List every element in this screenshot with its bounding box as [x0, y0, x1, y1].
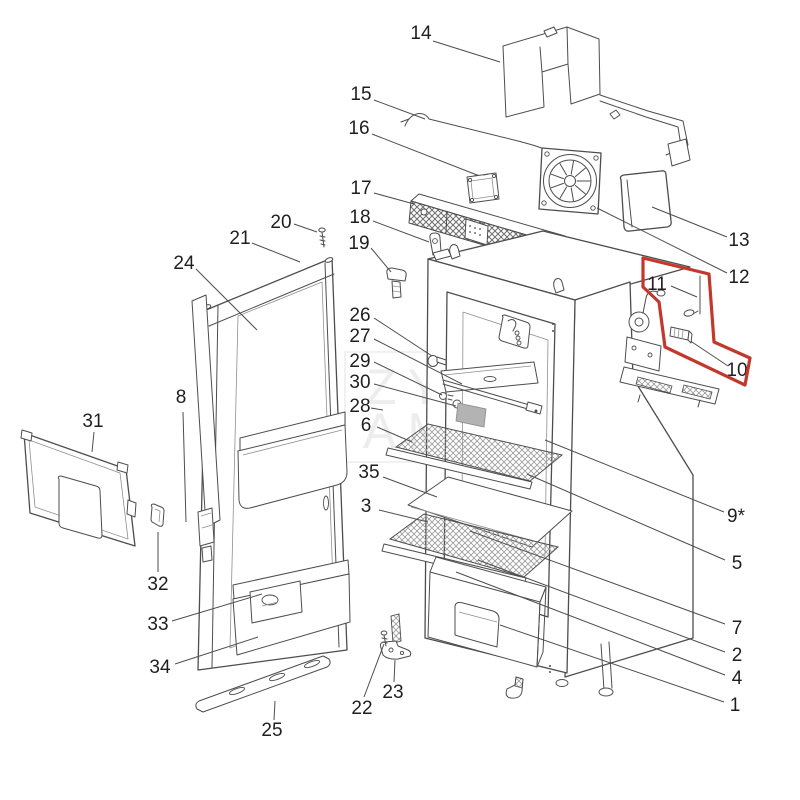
part-label-15[interactable]: 15: [350, 84, 371, 105]
part-label-16[interactable]: 16: [348, 118, 369, 139]
part-label-14[interactable]: 14: [410, 23, 432, 44]
fan-part-12: [538, 147, 602, 215]
part-label-13[interactable]: 13: [728, 230, 749, 251]
part-label-6[interactable]: 6: [361, 415, 372, 436]
selection-highlight: [641, 256, 752, 387]
leader-line-35: [382, 476, 438, 498]
part-label-8[interactable]: 8: [176, 387, 187, 408]
wire-tube-part-15: [400, 113, 556, 169]
part-label-19[interactable]: 19: [348, 233, 369, 254]
leader-line-13: [651, 206, 728, 238]
leader-line-16: [371, 133, 478, 176]
part-label-34[interactable]: 34: [149, 657, 171, 678]
leader-line-27: [373, 338, 463, 385]
box-part-13: [619, 170, 672, 232]
top-cover-part-14: [502, 26, 691, 167]
hinge-pin-part-22: [380, 630, 388, 647]
rod-part-11: [683, 275, 701, 317]
door-assembly-part-24: [197, 257, 351, 671]
leader-line-29: [373, 361, 443, 396]
part-label-1[interactable]: 1: [730, 695, 741, 716]
leader-line-15: [373, 99, 426, 120]
leader-line-19: [370, 247, 392, 273]
leader-line-34: [174, 636, 259, 665]
part-label-18[interactable]: 18: [349, 207, 370, 228]
clip-part-32: [150, 503, 165, 527]
rail-part-25: [195, 655, 331, 713]
screw-part-20: [318, 227, 326, 248]
part-label-23[interactable]: 23: [382, 682, 403, 703]
cabinet-part-group: [381, 230, 694, 699]
part-label-35[interactable]: 35: [358, 462, 379, 483]
part-label-25[interactable]: 25: [261, 720, 282, 741]
leader-line-8: [182, 411, 187, 523]
part-label-11[interactable]: 11: [647, 274, 667, 295]
leader-line-4: [455, 571, 726, 676]
leader-line-33: [171, 593, 263, 622]
part-label-9[interactable]: 9*: [727, 506, 746, 527]
leader-line-30: [373, 383, 457, 407]
leader-line-26: [373, 317, 433, 357]
part-label-30[interactable]: 30: [349, 372, 370, 393]
vent-panel-part-31: [20, 429, 137, 547]
leader-line-22: [363, 643, 385, 698]
leader-line-24: [195, 268, 258, 331]
part-label-10[interactable]: 10: [726, 360, 747, 381]
part-label-22[interactable]: 22: [351, 698, 372, 719]
leader-line-6: [376, 426, 413, 443]
leader-line-10: [685, 337, 729, 367]
leader-line-14: [432, 40, 501, 63]
leader-line-21: [251, 242, 301, 263]
leader-line-11: [670, 285, 698, 298]
part-label-28[interactable]: 28: [349, 396, 370, 417]
cooling-unit-group: [598, 289, 720, 697]
hinge-strip-part-8: [191, 294, 221, 563]
part-label-17[interactable]: 17: [350, 178, 371, 199]
part-label-26[interactable]: 26: [349, 305, 370, 326]
leader-line-17: [373, 192, 415, 205]
leader-line-20: [293, 223, 318, 233]
part-label-31[interactable]: 31: [82, 411, 103, 432]
part-label-32[interactable]: 32: [147, 574, 168, 595]
leader-line-31: [91, 431, 95, 453]
leader-line-7: [469, 530, 726, 625]
part-label-3[interactable]: 3: [361, 496, 372, 517]
leader-line-25: [273, 700, 276, 721]
plug-part-19: [386, 267, 407, 299]
part-label-12[interactable]: 12: [728, 267, 749, 288]
leader-line-28: [370, 407, 384, 411]
part-label-5[interactable]: 5: [732, 553, 743, 574]
part-label-24[interactable]: 24: [173, 253, 195, 274]
part-label-4[interactable]: 4: [732, 668, 743, 689]
hinge-bracket-part-23: [380, 613, 412, 660]
leader-line-12: [596, 207, 728, 274]
part-label-7[interactable]: 7: [732, 618, 743, 639]
leader-line-23: [393, 659, 396, 683]
part-label-33[interactable]: 33: [147, 614, 168, 635]
leader-line-5: [526, 473, 726, 561]
leader-line-1: [499, 624, 725, 703]
part-label-2[interactable]: 2: [732, 645, 743, 666]
part-label-20[interactable]: 20: [270, 212, 291, 233]
leader-line-18: [372, 220, 430, 243]
leader-lines: [91, 40, 729, 721]
connector-part-10: [669, 326, 693, 344]
part-label-21[interactable]: 21: [229, 228, 250, 249]
leader-line-9: [544, 439, 725, 513]
leader-line-3: [378, 509, 429, 523]
part-label-29[interactable]: 29: [349, 351, 370, 372]
control-box-part-16: [466, 172, 500, 204]
part-label-27[interactable]: 27: [349, 326, 370, 347]
leader-line-2: [477, 559, 726, 653]
bracket-part-18: [429, 232, 452, 261]
